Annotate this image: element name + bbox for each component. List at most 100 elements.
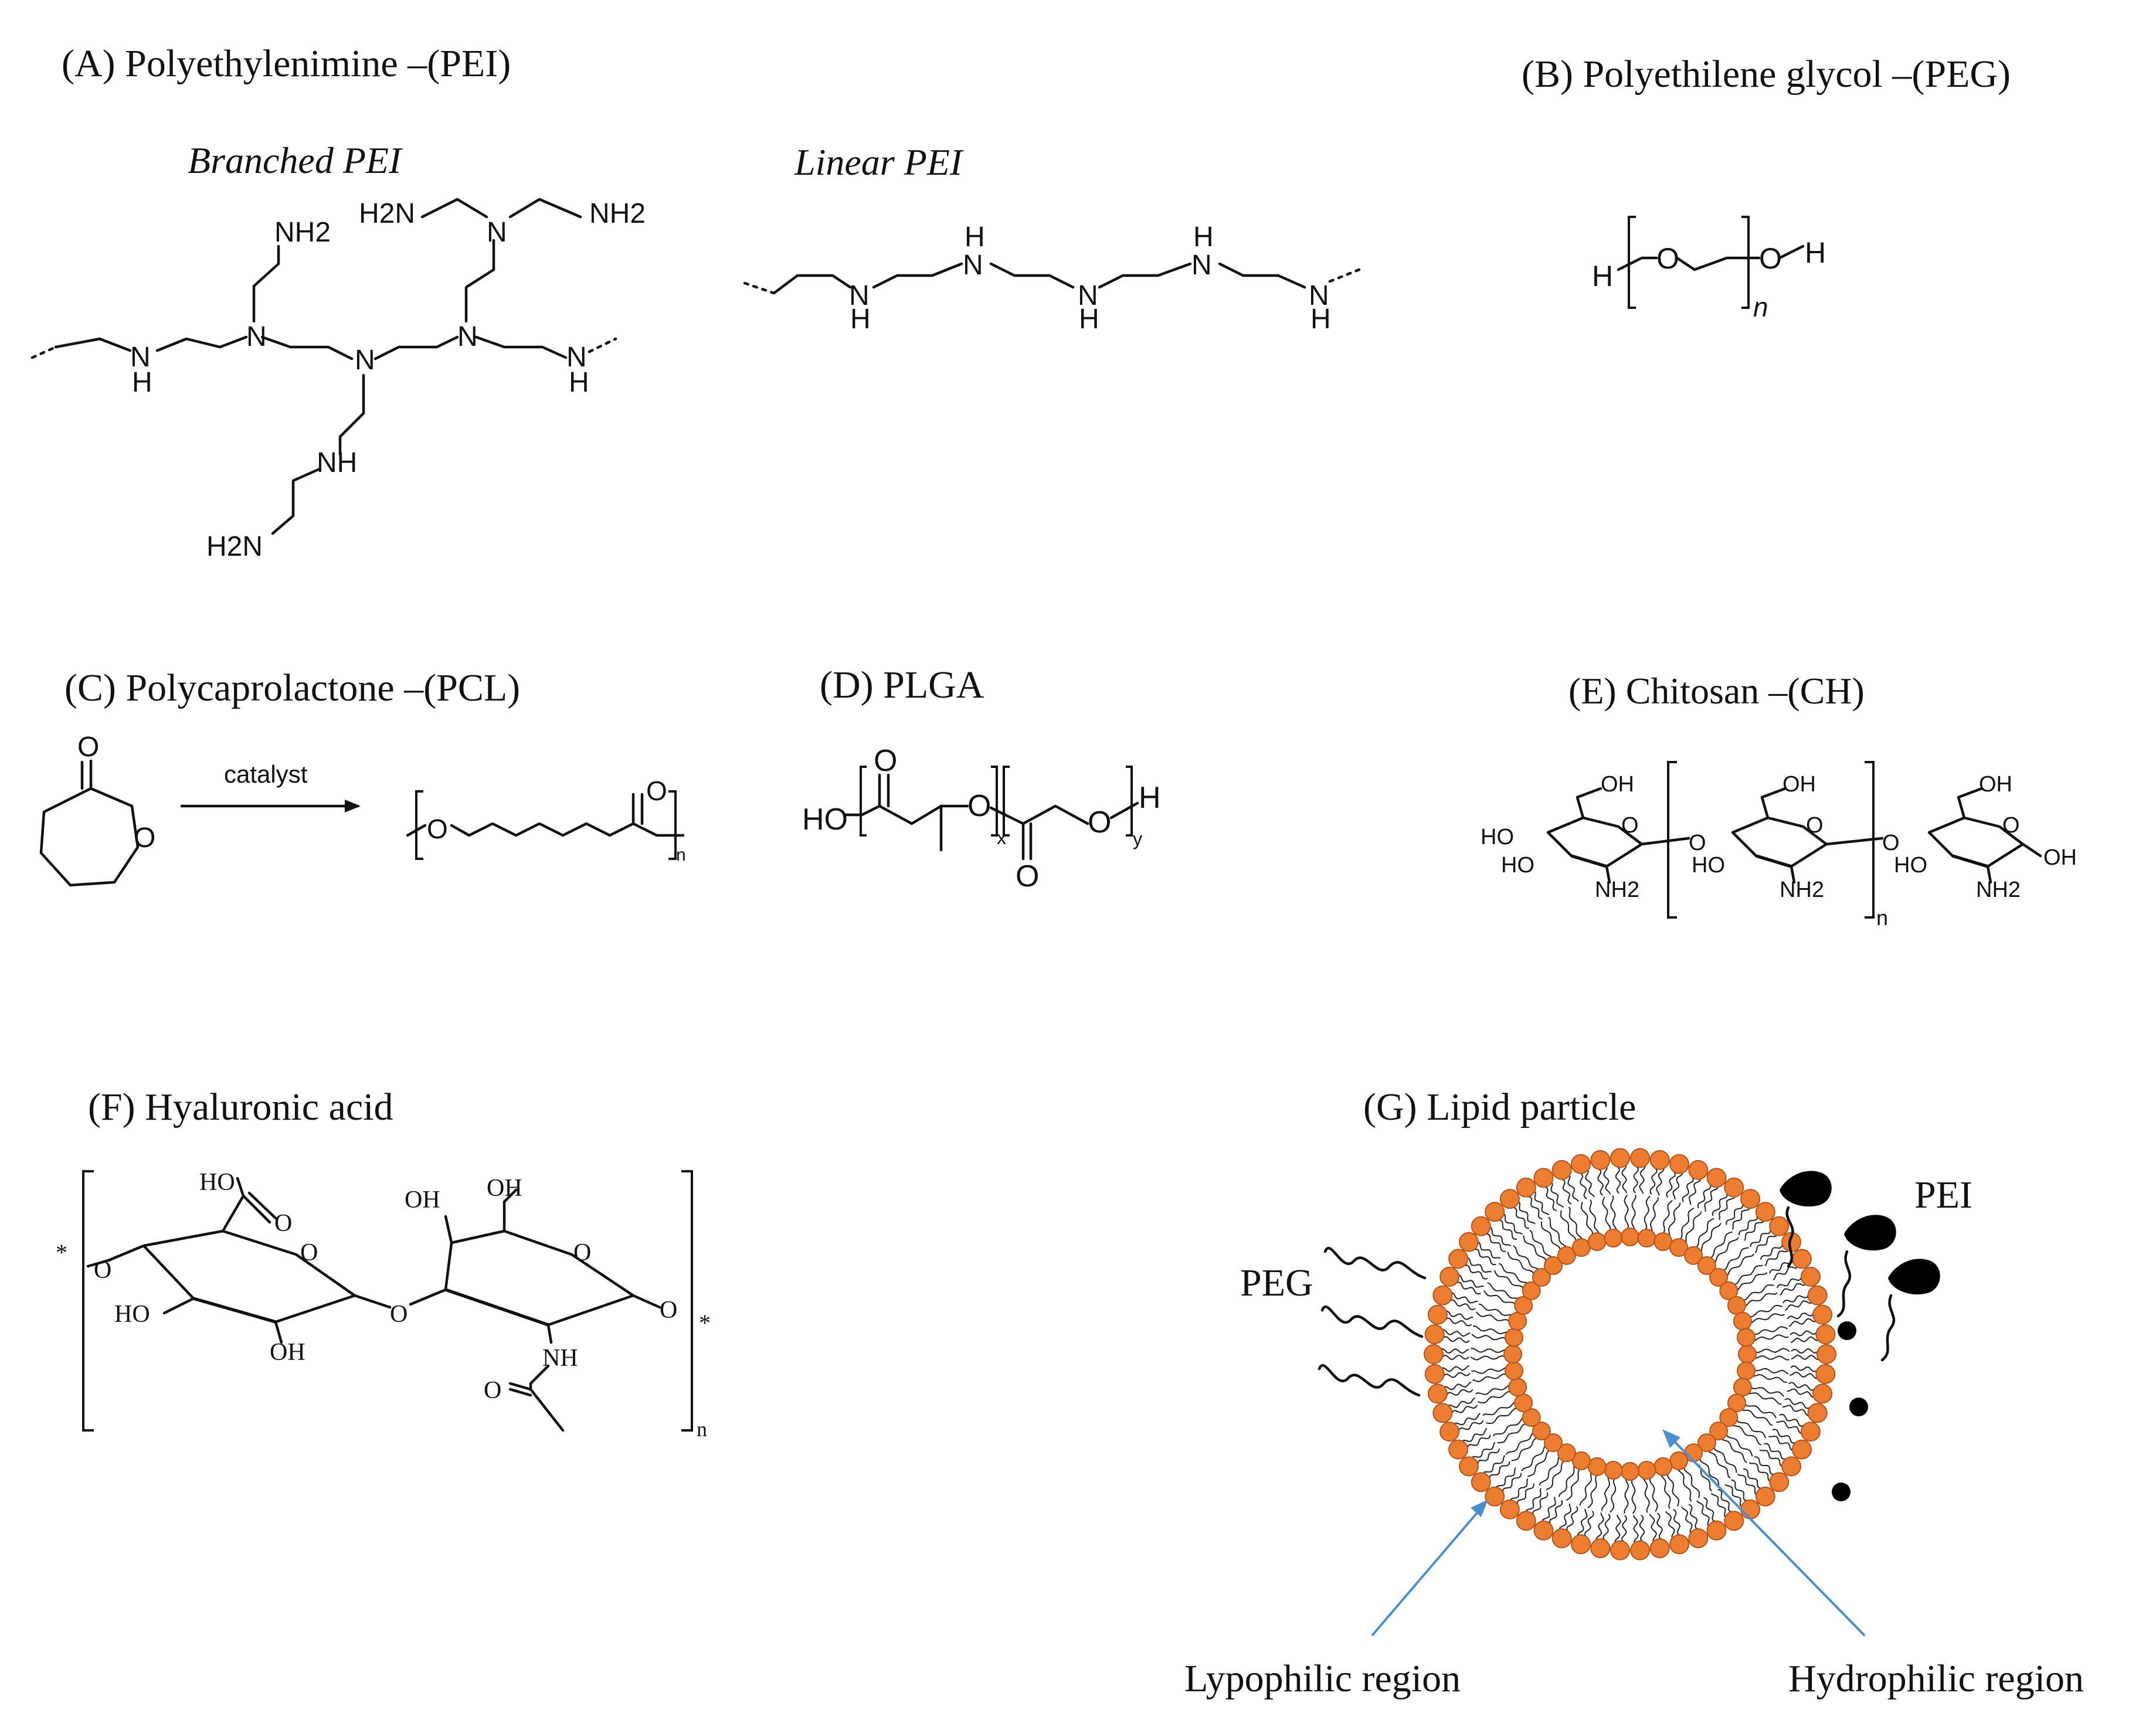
lipid-head-inner <box>1719 1281 1739 1300</box>
lipid-head-outer <box>1571 1154 1591 1174</box>
lipid-tail-inner <box>1475 1385 1509 1395</box>
lipid-tail-outer <box>1697 1184 1712 1209</box>
lipid-tail-outer <box>1748 1462 1770 1481</box>
lipid-tail-outer <box>1485 1233 1506 1252</box>
lipid-tail-outer <box>1717 1488 1733 1513</box>
lipid-tail-inner <box>1507 1252 1534 1274</box>
panel-a-pei: (A) Polyethylenimine –(PEI) Branched PEI… <box>30 42 1361 562</box>
lipid-tail-inner <box>1754 1326 1788 1335</box>
linear-h4: H <box>1193 222 1214 253</box>
lipid-head-inner <box>1719 1408 1739 1427</box>
linear-n3: N <box>1078 280 1098 311</box>
lipid-head-inner <box>1604 1461 1623 1480</box>
lipid-tail-outer <box>1458 1420 1484 1432</box>
lipid-head-outer <box>1448 1439 1469 1460</box>
linear-h2: H <box>965 222 985 253</box>
caprolactone-ring <box>39 787 140 887</box>
lipid-tail-inner <box>1748 1392 1782 1405</box>
lipid-tail-inner <box>1678 1469 1692 1502</box>
lipid-tail-outer <box>1772 1429 1797 1444</box>
lipid-tail-inner <box>1610 1195 1617 1230</box>
lipid-tail-inner <box>1755 1348 1790 1354</box>
lipid-head-outer <box>1499 1189 1520 1209</box>
chitosan-link-o-1: O <box>1689 831 1706 855</box>
lipid-tail-outer <box>1673 1509 1681 1536</box>
branched-pei-label: Branched PEI <box>188 140 403 181</box>
lipid-tail-outer <box>1534 1191 1550 1216</box>
ha-ring-2 <box>409 1188 661 1432</box>
lipid-outer-heads <box>1424 1148 1836 1561</box>
lipid-tail-inner <box>1624 1479 1629 1514</box>
pcl-carbonyl-o: O <box>646 776 667 806</box>
lipid-tail-outer <box>1445 1389 1473 1396</box>
lipid-tail-inner <box>1560 1210 1577 1242</box>
pei-ligands <box>1780 1171 1940 1501</box>
lipid-tail-outer <box>1550 1182 1564 1208</box>
plga-h: H <box>1139 781 1161 815</box>
peg-bracket-left <box>1628 216 1636 309</box>
pcl-bracket-left <box>415 790 423 860</box>
ha-oh-2a: OH <box>405 1187 440 1213</box>
lipid-head-outer <box>1590 1538 1611 1559</box>
lipid-head-inner <box>1508 1378 1527 1397</box>
lipid-tail-inner <box>1723 1247 1749 1271</box>
lipid-head-outer <box>1439 1422 1460 1442</box>
lipid-tail-outer <box>1773 1266 1798 1281</box>
ha-ho-carboxyl: HO <box>199 1169 235 1196</box>
lipid-tail-inner <box>1473 1325 1507 1335</box>
lipid-head-outer <box>1432 1285 1453 1306</box>
panel-f-title: (F) Hyaluronic acid <box>88 1086 393 1128</box>
lipid-tail-inner <box>1471 1367 1506 1374</box>
lipid-head-inner <box>1709 1422 1729 1440</box>
lipid-tail-outer <box>1710 1493 1726 1517</box>
lipid-tail-inner <box>1733 1425 1762 1446</box>
chitosan-ring-o-3: O <box>2002 813 2020 838</box>
ha-ring-1 <box>86 1177 392 1344</box>
lipid-head-inner <box>1522 1281 1541 1300</box>
peg-o-outer: O <box>1759 242 1782 275</box>
lipid-tail-inner <box>1601 1477 1611 1511</box>
lipid-tail-inner <box>1521 1446 1546 1471</box>
lipid-tail-inner <box>1472 1373 1506 1382</box>
lipid-head-inner <box>1571 1451 1591 1470</box>
pei-dot-1 <box>1838 1321 1856 1340</box>
lipid-head-inner <box>1532 1268 1551 1287</box>
lipid-tail-outer <box>1602 1514 1611 1541</box>
lipid-tail-outer <box>1776 1420 1801 1434</box>
lipid-tail-outer <box>1559 1503 1571 1529</box>
lipid-head-outer <box>1424 1364 1445 1384</box>
lipid-tail-inner <box>1753 1374 1787 1383</box>
lipid-tail-inner <box>1751 1313 1785 1324</box>
lipid-tail-outer <box>1473 1248 1496 1266</box>
lipid-tail-inner <box>1699 1458 1719 1487</box>
lipid-tail-inner <box>1631 1479 1636 1514</box>
chitosan-ring-1 <box>1546 787 1690 884</box>
lipid-tail-outer <box>1585 1170 1595 1198</box>
lipid-head-inner <box>1637 1229 1656 1247</box>
lipid-tail-inner <box>1750 1304 1782 1318</box>
branched-h2n-bottom: H2N <box>206 531 263 562</box>
lipid-head-outer <box>1551 1160 1572 1180</box>
lipid-tail-inner <box>1602 1196 1611 1230</box>
lipid-head-inner <box>1587 1457 1607 1476</box>
lipid-tail-inner <box>1726 1434 1753 1457</box>
chitosan-oh-2: OH <box>1782 772 1816 797</box>
lipid-tail-inner <box>1745 1292 1778 1307</box>
branched-n3: N <box>457 321 478 352</box>
lipid-tail-outer <box>1444 1317 1472 1327</box>
lipid-tail-outer <box>1462 1427 1488 1442</box>
lipid-tail-inner <box>1662 1199 1673 1234</box>
lipid-head-inner <box>1621 1228 1639 1246</box>
lipid-head-outer <box>1706 1520 1727 1541</box>
lipid-tail-inner <box>1558 1466 1575 1497</box>
lipid-inner-heads <box>1503 1228 1757 1481</box>
lipid-tail-inner <box>1727 1253 1755 1276</box>
lipid-tail-outer <box>1451 1405 1478 1415</box>
lipid-tail-outer <box>1549 1500 1563 1525</box>
lipid-tail-inner <box>1482 1402 1515 1416</box>
lipid-tail-inner <box>1470 1355 1505 1361</box>
chitosan-ho-1a: HO <box>1481 825 1514 849</box>
lipid-head-outer <box>1533 1168 1554 1188</box>
lipid-tail-outer <box>1791 1348 1819 1354</box>
ha-nh: NH <box>542 1345 578 1372</box>
